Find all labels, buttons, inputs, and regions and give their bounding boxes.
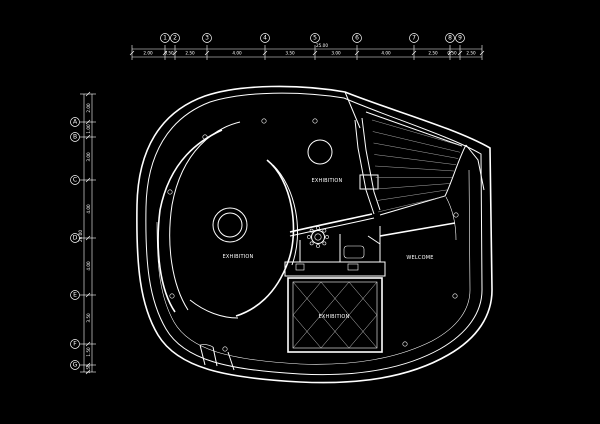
label-exhibition-top: EXHIBITION (312, 178, 343, 184)
left-segment-2: 1.00 (86, 124, 91, 134)
label-exhibition-bottom: EXHIBITION (319, 314, 350, 320)
outer-envelope (136, 85, 493, 384)
svg-text:A: A (73, 119, 78, 126)
stair-line (372, 131, 461, 153)
column-bubble-5: 5 (310, 33, 320, 43)
row-bubble-f: F (70, 339, 80, 349)
left-exhibition-partition (189, 159, 298, 319)
round-display-left (212, 207, 248, 243)
svg-text:B: B (73, 134, 77, 141)
svg-text:D: D (73, 235, 78, 242)
svg-text:E: E (73, 292, 77, 299)
svg-text:6: 6 (355, 35, 359, 42)
column-bubble-4: 4 (260, 33, 270, 43)
top-segment-2: 0.50 (164, 51, 174, 56)
top-segment-1: 2.00 (143, 51, 153, 56)
stair-line (374, 154, 457, 165)
left-segment-6: 3.50 (86, 313, 91, 323)
label-exhibition-left: EXHIBITION (223, 254, 254, 260)
left-total-dimension: 26.00 (78, 230, 83, 242)
left-segment-1: 2.00 (86, 103, 91, 113)
left-segment-5: 4.00 (86, 261, 91, 271)
column-bubble-8: 8 (445, 33, 455, 43)
svg-text:4: 4 (263, 35, 267, 42)
stair-line (373, 142, 459, 159)
stair-line (377, 195, 447, 213)
column-bubble-2: 2 (170, 33, 180, 43)
column-bubble-6: 6 (352, 33, 362, 43)
top-exhibition-room (289, 117, 381, 237)
svg-text:3: 3 (205, 35, 209, 42)
top-total-dimension: 25.00 (316, 43, 328, 48)
top-segment-6: 3.00 (331, 51, 341, 56)
ramp-stair (344, 91, 485, 241)
chair (309, 228, 314, 233)
chair (307, 235, 311, 239)
svg-text:F: F (73, 341, 77, 348)
left-segment-7: 1.50 (86, 347, 91, 357)
row-bubble-a: A (70, 117, 80, 127)
chair (325, 235, 329, 239)
structural-columns (167, 118, 459, 352)
row-bubble-d: D (70, 233, 80, 243)
column-bubble-3: 3 (202, 33, 212, 43)
top-segment-9: 0.50 (447, 51, 457, 56)
top-segment-4: 4.00 (232, 51, 242, 56)
svg-text:C: C (73, 177, 77, 184)
svg-text:8: 8 (448, 35, 452, 42)
svg-text:2: 2 (173, 35, 177, 42)
stair-line (371, 119, 463, 147)
stair-line (374, 165, 455, 172)
top-segment-7: 4.00 (381, 51, 391, 56)
svg-text:1: 1 (163, 35, 167, 42)
svg-text:5: 5 (313, 35, 317, 42)
label-welcome: WELCOME (406, 255, 433, 261)
hatch-line (320, 281, 350, 316)
column-bubble-7: 7 (409, 33, 419, 43)
hatch-line (348, 281, 378, 316)
top-segment-8: 2.50 (428, 51, 438, 56)
hatch-line (320, 314, 350, 349)
hatch-line (292, 281, 322, 316)
svg-text:9: 9 (458, 35, 462, 42)
svg-text:G: G (73, 362, 78, 369)
top-dimension-chain (129, 45, 485, 60)
left-segment-8: 1.50 (86, 364, 91, 374)
stair-line (376, 183, 451, 190)
top-segment-5: 3.50 (285, 51, 295, 56)
svg-text:7: 7 (412, 35, 416, 42)
chair (316, 226, 320, 230)
stair-line (377, 189, 449, 201)
row-bubble-e: E (70, 290, 80, 300)
left-segment-3: 3.00 (86, 152, 91, 162)
hatch-line (348, 314, 378, 349)
top-segment-3: 2.50 (185, 51, 195, 56)
row-bubble-c: C (70, 175, 80, 185)
hatch-line (292, 314, 322, 349)
row-bubble-g: G (70, 360, 80, 370)
chair (322, 228, 327, 233)
left-segment-4: 4.00 (86, 204, 91, 214)
chair (316, 244, 320, 248)
chair (322, 241, 327, 246)
entrance-doors (199, 344, 235, 371)
lobby-service (284, 222, 456, 277)
column-bubble-1: 1 (160, 33, 170, 43)
chair (309, 241, 314, 246)
left-dimension-chain (80, 91, 96, 375)
row-bubble-b: B (70, 132, 80, 142)
top-segment-10: 2.50 (466, 51, 476, 56)
bottom-exhibition-room (287, 277, 383, 353)
column-bubble-9: 9 (455, 33, 465, 43)
